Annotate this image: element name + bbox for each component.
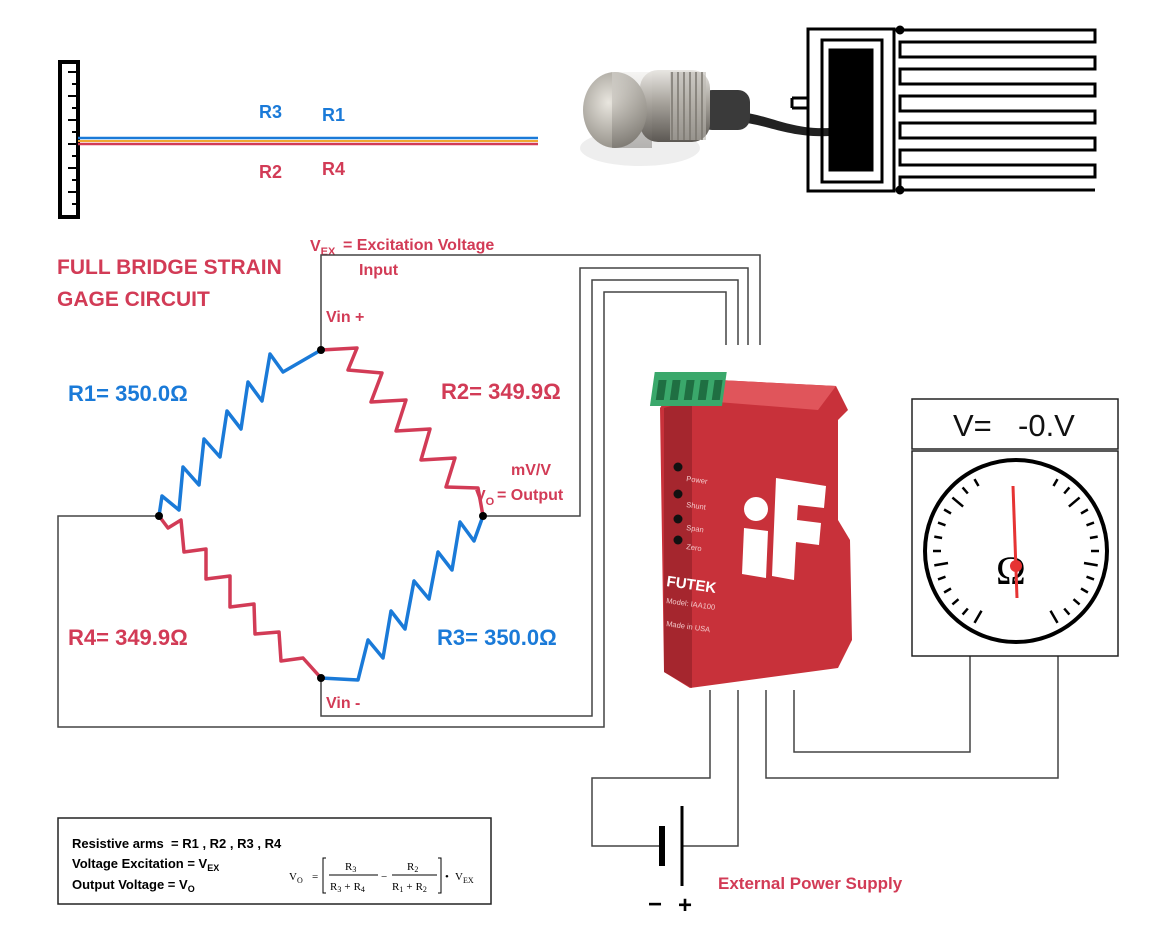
legend-resistive-arms: Resistive arms = R1 , R2 , R3 , R4 bbox=[72, 836, 282, 851]
meter-tick bbox=[951, 598, 960, 606]
meter-tick bbox=[1083, 561, 1098, 567]
excitation-label: VEX = Excitation Voltage Input bbox=[310, 237, 494, 279]
meter-tick bbox=[943, 587, 952, 594]
resistor-r3-zigzag bbox=[320, 515, 485, 682]
bridge-nodes bbox=[155, 346, 487, 682]
svg-text:=: = bbox=[312, 871, 318, 883]
meter-tick-marks bbox=[933, 478, 1099, 624]
led-label-zero: Zero bbox=[686, 542, 703, 553]
meter-tick bbox=[961, 486, 969, 495]
vin-minus-label: Vin - bbox=[326, 695, 360, 712]
analog-meter: Ω bbox=[911, 450, 1119, 657]
mvv-label: mV/V bbox=[511, 462, 551, 479]
power-supply-label: External Power Supply bbox=[718, 874, 903, 893]
bar-label-r3: R3 bbox=[259, 102, 282, 122]
foil-strain-gage bbox=[790, 25, 1097, 195]
load-cell-sensor bbox=[580, 70, 870, 166]
svg-text:R2: R2 bbox=[407, 861, 418, 874]
battery-minus-label: − bbox=[648, 891, 662, 918]
bar-label-r2: R2 bbox=[259, 162, 282, 182]
circuit-title-line2: GAGE CIRCUIT bbox=[57, 288, 210, 311]
led-label-shunt: Shunt bbox=[686, 500, 708, 512]
resistor-r2-zigzag bbox=[320, 346, 485, 517]
svg-text:= Output: = Output bbox=[497, 487, 564, 504]
meter-display-box: V= -0.V bbox=[911, 398, 1119, 450]
battery-symbol bbox=[659, 806, 684, 886]
meter-display-value: -0.V bbox=[1018, 408, 1075, 443]
meter-tick bbox=[937, 575, 946, 581]
bar-label-r4: R4 bbox=[322, 159, 345, 179]
circuit-title-line1: FULL BRIDGE STRAIN bbox=[57, 256, 282, 279]
strain-ruler bbox=[58, 60, 80, 219]
meter-display-prefix: V= bbox=[953, 408, 992, 443]
meter-tick bbox=[934, 561, 949, 567]
meter-tick bbox=[1049, 610, 1059, 624]
resistor-r4-zigzag bbox=[157, 514, 323, 680]
meter-tick bbox=[1068, 496, 1081, 508]
meter-tick bbox=[961, 607, 969, 616]
meter-tick bbox=[1086, 575, 1095, 581]
svg-text:−: − bbox=[381, 871, 387, 883]
svg-text:VO: VO bbox=[289, 871, 303, 885]
excitation-input-label: Input bbox=[359, 262, 399, 279]
meter-tick bbox=[1089, 535, 1098, 540]
meter-needle bbox=[1011, 485, 1019, 599]
meter-tick bbox=[973, 610, 983, 624]
meter-tick bbox=[951, 496, 964, 508]
bar-label-r1: R1 bbox=[322, 105, 345, 125]
meter-tick bbox=[937, 521, 946, 527]
led-label-power: Power bbox=[686, 474, 709, 486]
meter-tick bbox=[973, 478, 980, 487]
meter-tick bbox=[1072, 598, 1081, 606]
meter-tick bbox=[1080, 587, 1089, 594]
resistor-r1-zigzag bbox=[157, 348, 322, 517]
r3-value: R3= 350.0Ω bbox=[437, 625, 557, 650]
r4-value: R4= 349.9Ω bbox=[68, 625, 188, 650]
ohm-symbol-icon: Ω bbox=[996, 548, 1026, 593]
meter-tick bbox=[1080, 508, 1089, 515]
bridge-wiring bbox=[57, 254, 1059, 847]
svg-text:VEX: VEX bbox=[455, 871, 474, 885]
svg-text:VO: VO bbox=[475, 488, 495, 508]
svg-text:•: • bbox=[445, 871, 449, 883]
legend-box: Resistive arms = R1 , R2 , R3 , R4 Volta… bbox=[57, 817, 492, 905]
meter-tick bbox=[943, 508, 952, 515]
svg-text:= Excitation Voltage: = Excitation Voltage bbox=[343, 237, 494, 254]
battery-plus-label: + bbox=[678, 892, 692, 919]
status-leds bbox=[673, 462, 683, 545]
output-label: VO = Output bbox=[475, 487, 564, 508]
meter-tick bbox=[1086, 521, 1095, 527]
strain-wires bbox=[78, 136, 538, 146]
r1-value: R1= 350.0Ω bbox=[68, 381, 188, 406]
vin-plus-label: Vin + bbox=[326, 309, 364, 326]
led-label-span: Span bbox=[686, 523, 705, 534]
futek-logo-icon bbox=[742, 478, 826, 580]
r2-value: R2= 349.9Ω bbox=[441, 379, 561, 404]
amplifier-device: Power Shunt Span Zero FUTEK Model: IAA10… bbox=[649, 372, 852, 688]
meter-tick bbox=[1063, 486, 1071, 495]
legend-voltage-excitation: Voltage Excitation = VEX bbox=[72, 856, 219, 873]
svg-text:R3: R3 bbox=[345, 861, 356, 874]
device-brand: FUTEK bbox=[665, 573, 717, 597]
output-formula: VO = R3 R3+R4 − R2 R1+R2 • VEX bbox=[289, 857, 474, 894]
legend-output-voltage: Output Voltage = VO bbox=[72, 877, 195, 894]
meter-tick bbox=[934, 535, 943, 540]
svg-text:R1+R2: R1+R2 bbox=[392, 881, 427, 894]
meter-tick bbox=[1063, 607, 1071, 616]
meter-tick bbox=[1052, 478, 1059, 487]
svg-text:R3+R4: R3+R4 bbox=[330, 881, 365, 894]
